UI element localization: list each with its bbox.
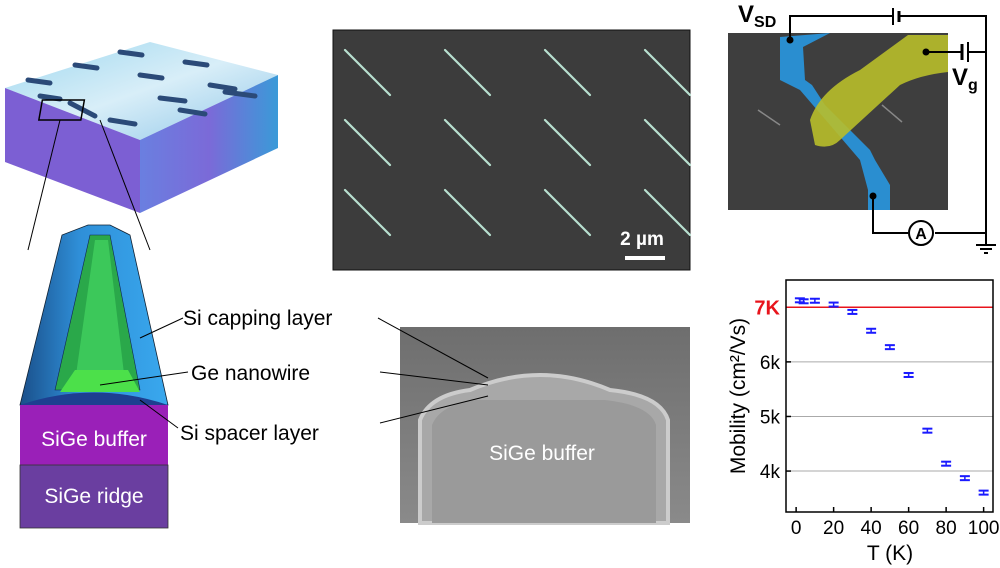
y-tick-label: 6k xyxy=(760,353,781,374)
x-tick-label: 20 xyxy=(823,518,844,539)
data-point xyxy=(847,308,858,315)
x-tick-label: 80 xyxy=(936,518,957,539)
nanowire-mark xyxy=(343,188,392,237)
si-capping-layer-label: Si capping layer xyxy=(183,307,332,330)
sem-image: 2 µm xyxy=(332,29,692,271)
ammeter-icon xyxy=(908,220,934,246)
nanowire-mark xyxy=(643,118,692,167)
data-point xyxy=(978,489,989,496)
data-point xyxy=(922,427,933,434)
vsd-label: VSD xyxy=(738,1,776,31)
data-point xyxy=(866,327,877,334)
data-point xyxy=(809,297,820,304)
data-point xyxy=(828,301,839,308)
nanowire-mark xyxy=(343,118,392,167)
nanowire-mark xyxy=(543,118,592,167)
wafer-3d-schematic xyxy=(5,42,278,251)
si-spacer-layer-label: Si spacer layer xyxy=(180,422,319,445)
device-circuit-diagram: A VSD Vg xyxy=(728,1,996,254)
reference-line-label: 7K xyxy=(754,297,780,319)
nanowire-mark xyxy=(643,48,692,97)
ammeter-label: A xyxy=(915,226,927,243)
y-axis-label: Mobility (cm²/Vs) xyxy=(727,318,750,474)
nanowire-mark xyxy=(343,48,392,97)
nanowire-mark xyxy=(643,188,692,237)
data-point xyxy=(941,460,952,467)
x-tick-label: 0 xyxy=(791,518,802,539)
tem-image: SiGe buffer xyxy=(377,317,690,525)
scale-bar-label: 2 µm xyxy=(620,229,664,250)
x-tick-label: 60 xyxy=(898,518,919,539)
data-point xyxy=(959,475,970,482)
nanowire-mark xyxy=(443,188,492,237)
x-axis-label: T (K) xyxy=(867,542,913,565)
x-tick-label: 40 xyxy=(861,518,882,539)
data-point xyxy=(798,298,809,305)
nanowire-mark xyxy=(543,48,592,97)
data-point xyxy=(903,371,914,378)
mobility-chart: 4k 5k 6k 7K 0 20 40 60 80 100 T (K) Mobility (cm²… xyxy=(727,279,1000,565)
x-tick-label: 100 xyxy=(968,518,1000,539)
nanowire-schematic: SiGe buffer SiGe ridge Si capping layer … xyxy=(19,224,332,529)
sige-buffer-block xyxy=(20,405,168,465)
ge-nanowire-label: Ge nanowire xyxy=(191,362,310,385)
nanowire-mark xyxy=(543,188,592,237)
y-tick-label: 4k xyxy=(760,462,781,483)
vg-label: Vg xyxy=(952,64,978,94)
plot-frame xyxy=(785,279,994,513)
nanowire-mark xyxy=(443,48,492,97)
sige-ridge-block xyxy=(19,464,169,529)
y-tick-label: 5k xyxy=(760,407,781,428)
tem-sige-buffer-label: SiGe buffer xyxy=(489,442,595,465)
nanowire-mark xyxy=(443,118,492,167)
sige-ridge-label: SiGe ridge xyxy=(44,485,143,508)
data-point xyxy=(884,344,895,351)
sige-buffer-label: SiGe buffer xyxy=(41,428,147,451)
